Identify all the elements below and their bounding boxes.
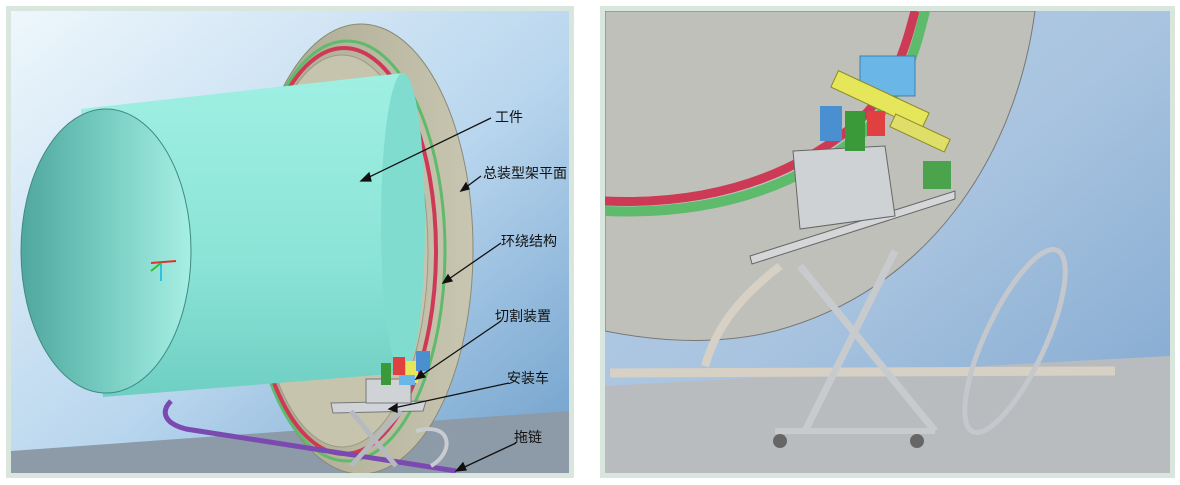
left-3d-assembly-view: 工件 总装型架平面 环绕结构 切割装置 安装车 拖链 (11, 11, 569, 473)
label-mounting-cart: 安装车 (507, 370, 549, 387)
label-cutting-device: 切割装置 (495, 308, 551, 325)
right-floor (605, 356, 1170, 473)
label-workpiece: 工件 (495, 110, 523, 126)
drag-chain-line (162, 399, 457, 473)
workpiece-cylinder (20, 73, 425, 397)
cutting-device-closeup (820, 55, 951, 189)
right-view-panel (600, 6, 1175, 478)
label-assembly-frame-plane: 总装型架平面 (483, 166, 567, 182)
drag-chain-riser (701, 262, 783, 368)
leader-lines (359, 117, 517, 472)
right-closeup-view (605, 11, 1170, 473)
cutting-device (381, 351, 430, 385)
label-drag-chain: 拖链 (514, 430, 542, 446)
drag-chain-horizontal (609, 366, 1116, 378)
label-orbit-structure: 环绕结构 (501, 234, 557, 250)
cart-platform (749, 145, 1068, 448)
left-view-panel: 工件 总装型架平面 环绕结构 切割装置 安装车 拖链 (6, 6, 574, 478)
